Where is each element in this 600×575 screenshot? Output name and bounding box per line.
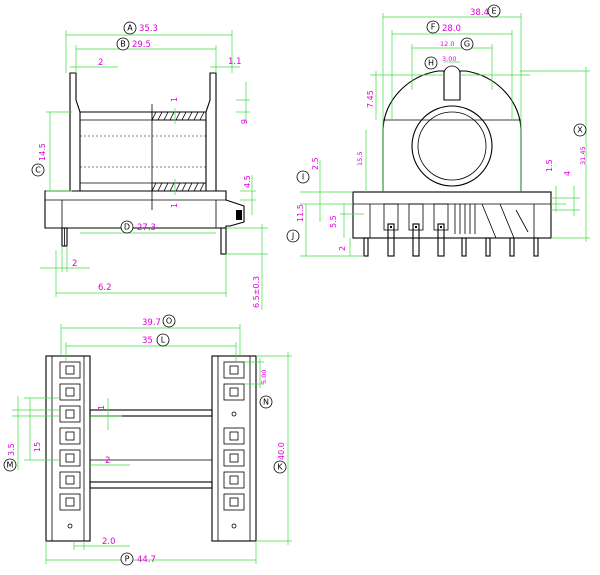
dim-front-2-bottom: 2	[72, 259, 77, 269]
dim-M-value: 3.5	[7, 443, 16, 456]
balloon-C	[31, 163, 45, 177]
front-view: A 35.3 B 29.5 2 1.1 1 6 C 14.5 4.5 1 D 2…	[31, 21, 268, 310]
dim-front-6-2: 6.2	[98, 283, 112, 293]
balloon-X	[573, 123, 587, 137]
dim-front-6: 6	[239, 119, 248, 124]
bottom-bottom-rung	[89, 481, 213, 489]
dim-front-6-5: 6.5±0.3	[252, 276, 261, 308]
balloon-K	[273, 460, 287, 474]
balloon-B-letter: B	[120, 40, 126, 49]
balloon-K-letter: K	[277, 463, 283, 472]
dim-front-4-5: 4.5	[243, 175, 252, 188]
balloon-A	[123, 21, 137, 35]
dim-L-value: 35	[142, 336, 153, 346]
balloon-H-letter: H	[428, 59, 434, 68]
dim-front-1-1: 1.1	[228, 57, 242, 67]
balloon-X-letter: X	[577, 126, 583, 135]
balloon-O	[162, 314, 176, 328]
balloon-B	[116, 37, 130, 51]
balloon-F-letter: F	[431, 23, 436, 32]
balloon-M	[3, 458, 17, 472]
balloon-P	[120, 552, 134, 566]
dim-K-value: 40.0	[277, 442, 286, 460]
balloon-F	[426, 20, 440, 34]
dim-side-2: 2	[338, 246, 347, 251]
bottom-view: 39.7 O 35 L 5.00 N 1 M 3.5 15 2 40.0 K 2…	[3, 314, 292, 566]
balloon-H	[424, 56, 438, 70]
balloon-G-letter: G	[464, 40, 470, 49]
dim-X-value: 31.45	[579, 146, 587, 165]
balloon-L	[156, 333, 170, 347]
dim-N-value: 5.00	[260, 370, 268, 384]
balloon-L-letter: L	[161, 336, 166, 345]
dim-side-4: 4	[563, 171, 572, 176]
front-left-flange	[69, 72, 81, 192]
side-tube-inner	[417, 111, 487, 181]
balloon-I	[296, 170, 310, 184]
front-base	[44, 190, 245, 229]
dim-E-value: 38.4	[470, 8, 489, 18]
front-right-flange	[205, 72, 217, 192]
dim-C-value: 14.5	[38, 143, 47, 161]
dim-P-value: 44.7	[137, 555, 156, 565]
dim-bottom-2-0: 2.0	[102, 537, 116, 547]
bottom-top-rung	[89, 409, 213, 417]
dim-bottom-15: 15	[33, 442, 42, 452]
balloon-E-letter: E	[491, 7, 496, 16]
side-tube-outer	[411, 105, 493, 187]
side-base	[352, 191, 552, 239]
balloon-E	[487, 4, 501, 18]
balloon-O-letter: O	[166, 317, 172, 326]
dim-front-1-lower: 1	[170, 203, 179, 208]
dim-I-value: 2.5	[311, 157, 320, 170]
balloon-J	[286, 229, 300, 243]
side-view: 38.4 E F 28.0 12.0 G H 3.00 7.45 X 31.45…	[286, 4, 590, 257]
balloon-C-letter: C	[35, 166, 41, 175]
dim-A-value: 35.3	[139, 24, 158, 34]
dim-O-value: 39.7	[142, 318, 161, 328]
balloon-N-letter: N	[263, 398, 269, 407]
balloon-P-letter: P	[125, 555, 130, 564]
dim-side-5-5: 5.5	[329, 215, 338, 228]
dim-side-1-5: 1.5	[545, 159, 554, 172]
dim-front-1-upper: 1	[170, 97, 179, 102]
balloon-G	[460, 37, 474, 51]
dim-D-value: 27.3	[137, 223, 156, 233]
balloon-N	[259, 395, 273, 409]
balloon-D	[120, 220, 134, 234]
balloon-I-letter: I	[302, 173, 304, 182]
dim-F-value: 28.0	[442, 24, 461, 34]
dim-J-value: 11.5	[296, 204, 305, 222]
balloon-M-letter: M	[7, 461, 14, 470]
dim-G-value: 12.0	[440, 40, 454, 48]
side-body-outline	[382, 70, 522, 192]
dim-bottom-2: 2	[105, 456, 110, 466]
dim-B-value: 29.5	[132, 40, 151, 50]
dim-front-2-top: 2	[98, 58, 103, 68]
balloon-J-letter: J	[291, 232, 294, 241]
dim-side-15-5: 15.5	[356, 152, 364, 166]
dim-H-value: 3.00	[442, 55, 456, 63]
dim-side-7-45: 7.45	[366, 90, 375, 108]
dim-bottom-1: 1	[97, 405, 106, 410]
balloon-D-letter: D	[124, 223, 130, 232]
balloon-A-letter: A	[127, 24, 133, 33]
